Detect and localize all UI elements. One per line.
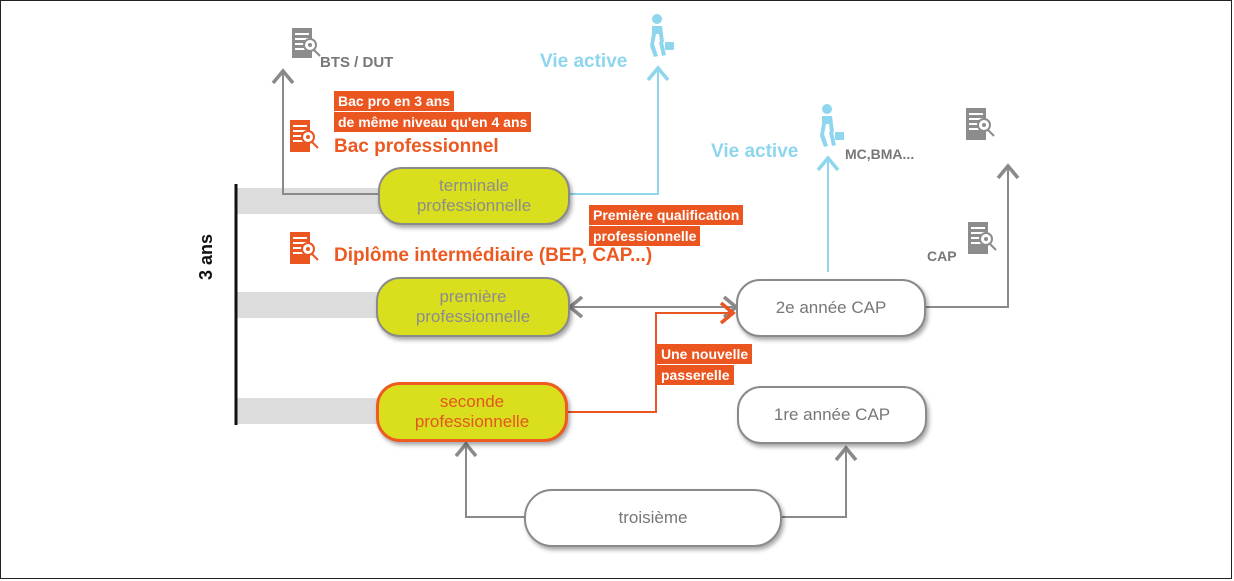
node-troisieme: troisième <box>524 489 782 547</box>
premiere-qualification-line1: Première qualification <box>589 205 744 225</box>
arrow-troisieme-seconde <box>454 441 524 518</box>
band-premiere <box>236 292 386 318</box>
mc-bma-label: MC,BMA... <box>845 146 915 162</box>
bac-pro-badge-line2: de même niveau qu'en 4 ans <box>334 112 532 132</box>
document-icon-diplome <box>290 232 319 264</box>
diplome-intermediaire-label: Diplôme intermédiaire (BEP, CAP...) <box>334 245 653 266</box>
arrow-cap2-mc-bma <box>926 163 1020 308</box>
bac-professionnel-title: Bac professionnel <box>334 136 499 157</box>
node-seconde-professionnelle: seconde professionnelle <box>376 382 568 442</box>
node-terminale-professionnelle: terminale professionnelle <box>378 167 570 225</box>
document-icon-bts <box>292 28 321 58</box>
arrow-terminale-vie-active <box>568 65 670 195</box>
bac-pro-badge-line1: Bac pro en 3 ans <box>334 91 455 111</box>
bts-dut-label: BTS / DUT <box>320 54 394 71</box>
walking-person-icon-top <box>650 14 674 57</box>
node-1re-annee-cap: 1re année CAP <box>737 386 927 444</box>
node-2e-annee-cap: 2e année CAP <box>736 279 926 337</box>
vie-active-right-label: Vie active <box>711 141 799 162</box>
arrow-passerelle <box>566 301 736 413</box>
document-icon-bac <box>290 120 319 152</box>
cap-label: CAP <box>927 248 957 264</box>
node-premiere-professionnelle: première professionnelle <box>376 277 570 337</box>
band-terminale <box>236 188 386 214</box>
premiere-qualification-line2: professionnelle <box>589 226 701 246</box>
duration-label: 3 ans <box>196 233 216 280</box>
document-icon-cap <box>968 222 997 254</box>
passerelle-line1: Une nouvelle <box>657 344 753 364</box>
arrow-terminale-bts <box>271 68 380 195</box>
walking-person-icon-right <box>820 104 844 147</box>
arrow-troisieme-cap1 <box>782 445 858 518</box>
passerelle-line2: passerelle <box>657 365 734 385</box>
document-icon-mc-bma <box>966 108 995 140</box>
vie-active-top-label: Vie active <box>540 51 628 72</box>
band-seconde <box>236 398 386 424</box>
